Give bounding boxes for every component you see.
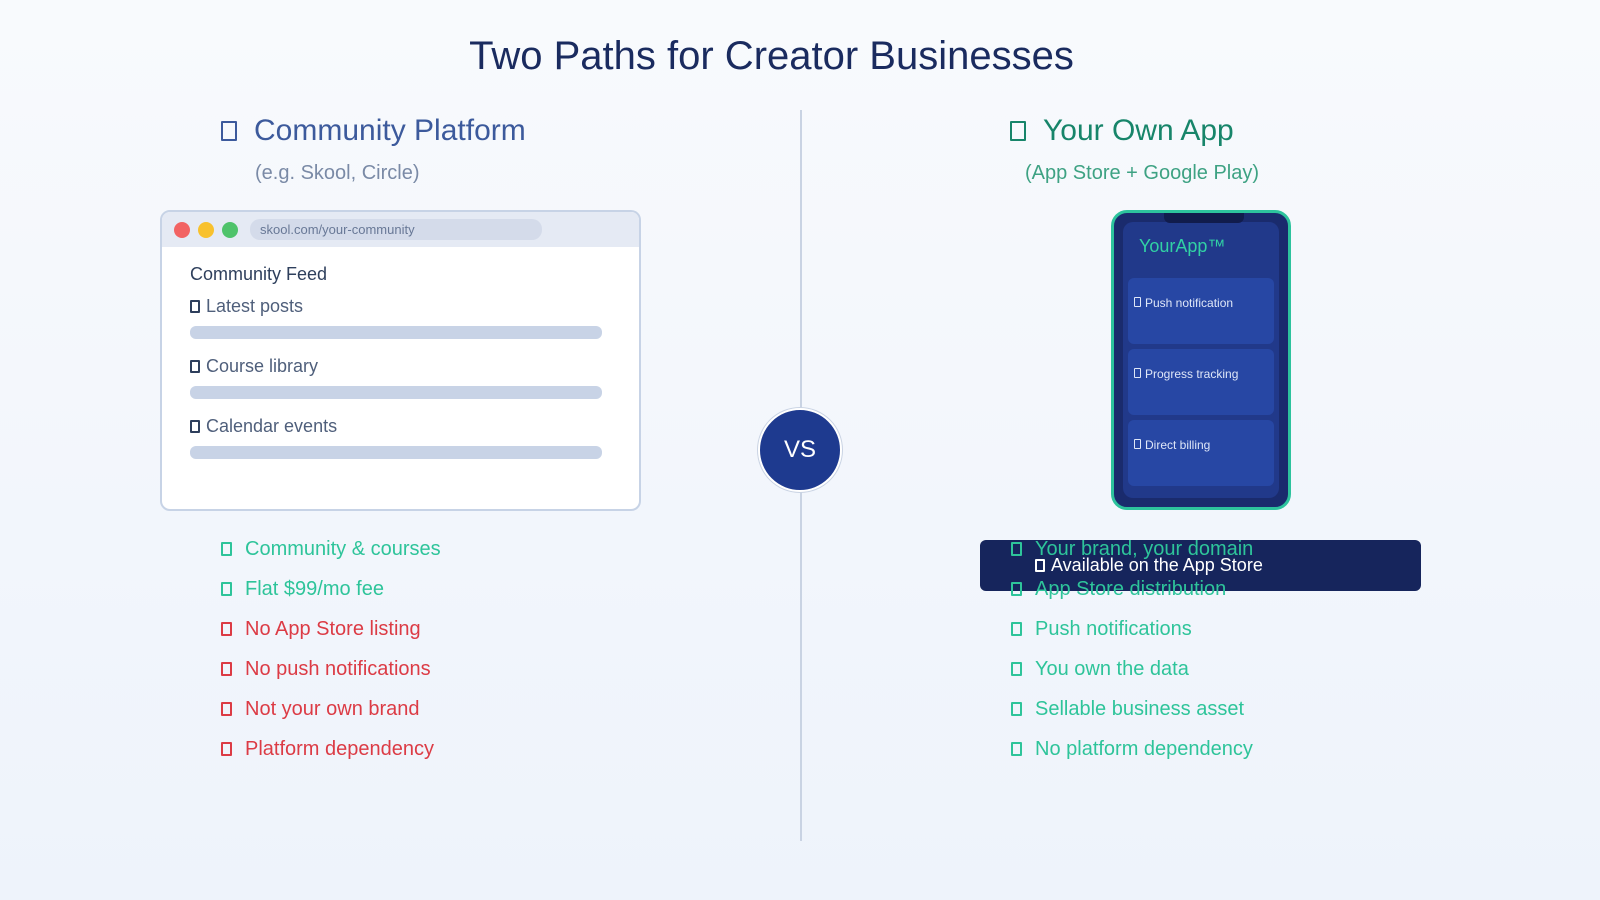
box-icon bbox=[221, 702, 232, 716]
community-platform-title: Community Platform bbox=[254, 114, 526, 147]
box-icon bbox=[1011, 542, 1022, 556]
placeholder-bar bbox=[190, 386, 602, 399]
phone-card-label: Progress tracking bbox=[1145, 367, 1239, 381]
list-item: Your brand, your domain bbox=[1011, 529, 1253, 569]
list-item: No platform dependency bbox=[1011, 729, 1253, 769]
maximize-dot-icon bbox=[222, 221, 238, 238]
app-name: YourApp™ bbox=[1139, 236, 1226, 256]
own-app-subtitle: (App Store + Google Play) bbox=[1025, 162, 1260, 184]
list-item: Flat $99/mo fee bbox=[221, 569, 441, 609]
list-item: Community & courses bbox=[221, 529, 441, 569]
phone-card-label: Direct billing bbox=[1145, 438, 1211, 452]
phone-screen: YourApp™ Push notification Progress trac… bbox=[1123, 222, 1279, 498]
phone-card: Progress tracking bbox=[1128, 349, 1274, 415]
list-item: Sellable business asset bbox=[1011, 689, 1253, 729]
placeholder-bar bbox=[190, 446, 602, 459]
feed-item-label: Latest posts bbox=[206, 296, 304, 316]
feed-item-label: Calendar events bbox=[206, 416, 338, 436]
box-icon bbox=[1011, 622, 1022, 636]
list-item-text: Your brand, your domain bbox=[1035, 537, 1254, 560]
list-item-text: You own the data bbox=[1035, 657, 1189, 680]
box-icon bbox=[190, 300, 200, 313]
own-app-list: Your brand, your domain App Store distri… bbox=[1011, 529, 1253, 769]
list-item: No App Store listing bbox=[221, 609, 441, 649]
list-item: Push notifications bbox=[1011, 609, 1253, 649]
app-store-banner: Available on the App Store bbox=[980, 540, 1421, 591]
feed-title: Community Feed bbox=[190, 264, 328, 284]
box-icon bbox=[1134, 297, 1141, 307]
feed-item: Course library bbox=[190, 356, 602, 399]
list-item-text: Sellable business asset bbox=[1035, 697, 1245, 720]
minimize-dot-icon bbox=[198, 221, 214, 238]
list-item-text: No push notifications bbox=[245, 657, 431, 680]
box-icon bbox=[221, 542, 232, 556]
list-item-text: No App Store listing bbox=[245, 617, 421, 640]
list-item: You own the data bbox=[1011, 649, 1253, 689]
box-icon bbox=[1134, 368, 1141, 378]
box-icon bbox=[1011, 662, 1022, 676]
list-item-text: App Store distribution bbox=[1035, 577, 1227, 600]
list-item-text: Flat $99/mo fee bbox=[245, 577, 384, 600]
box-icon bbox=[221, 662, 232, 676]
box-icon bbox=[221, 622, 232, 636]
box-icon bbox=[190, 360, 200, 373]
list-item: Not your own brand bbox=[221, 689, 441, 729]
feed-item: Latest posts bbox=[190, 296, 602, 339]
own-app-heading: Your Own App bbox=[1010, 114, 1234, 148]
list-item-text: No platform dependency bbox=[1035, 737, 1253, 760]
page-title: Two Paths for Creator Businesses bbox=[469, 34, 1074, 78]
box-icon bbox=[1011, 702, 1022, 716]
browser-mockup: skool.com/your-community Community Feed … bbox=[160, 210, 641, 511]
address-bar: skool.com/your-community bbox=[250, 219, 542, 240]
feed-item: Calendar events bbox=[190, 416, 602, 459]
list-item: No push notifications bbox=[221, 649, 441, 689]
box-icon bbox=[1035, 559, 1045, 572]
phone-notch bbox=[1164, 213, 1244, 223]
placeholder-bar bbox=[190, 326, 602, 339]
phone-mockup: YourApp™ Push notification Progress trac… bbox=[1111, 210, 1291, 510]
box-icon bbox=[1010, 121, 1026, 141]
list-item-text: Push notifications bbox=[1035, 617, 1192, 640]
list-item-text: Platform dependency bbox=[245, 737, 435, 760]
community-platform-subtitle: (e.g. Skool, Circle) bbox=[255, 162, 420, 184]
close-dot-icon bbox=[174, 221, 190, 238]
feed-item-label: Course library bbox=[206, 356, 319, 376]
own-app-title: Your Own App bbox=[1043, 114, 1234, 147]
box-icon bbox=[1011, 742, 1022, 756]
app-store-banner-text: Available on the App Store bbox=[1051, 555, 1263, 575]
list-item-text: Community & courses bbox=[245, 537, 441, 560]
box-icon bbox=[1134, 439, 1141, 449]
list-item-text: Not your own brand bbox=[245, 697, 420, 720]
community-platform-list: Community & courses Flat $99/mo fee No A… bbox=[221, 529, 441, 769]
browser-toolbar: skool.com/your-community bbox=[162, 212, 639, 247]
box-icon bbox=[221, 582, 232, 596]
box-icon bbox=[190, 420, 200, 433]
list-item: App Store distribution bbox=[1011, 569, 1253, 609]
community-platform-heading: Community Platform bbox=[221, 114, 526, 148]
box-icon bbox=[221, 121, 237, 141]
phone-card-label: Push notification bbox=[1145, 296, 1234, 310]
vs-badge: VS bbox=[758, 408, 842, 492]
box-icon bbox=[1011, 582, 1022, 596]
phone-card: Push notification bbox=[1128, 278, 1274, 344]
box-icon bbox=[221, 742, 232, 756]
phone-card: Direct billing bbox=[1128, 420, 1274, 486]
list-item: Platform dependency bbox=[221, 729, 441, 769]
